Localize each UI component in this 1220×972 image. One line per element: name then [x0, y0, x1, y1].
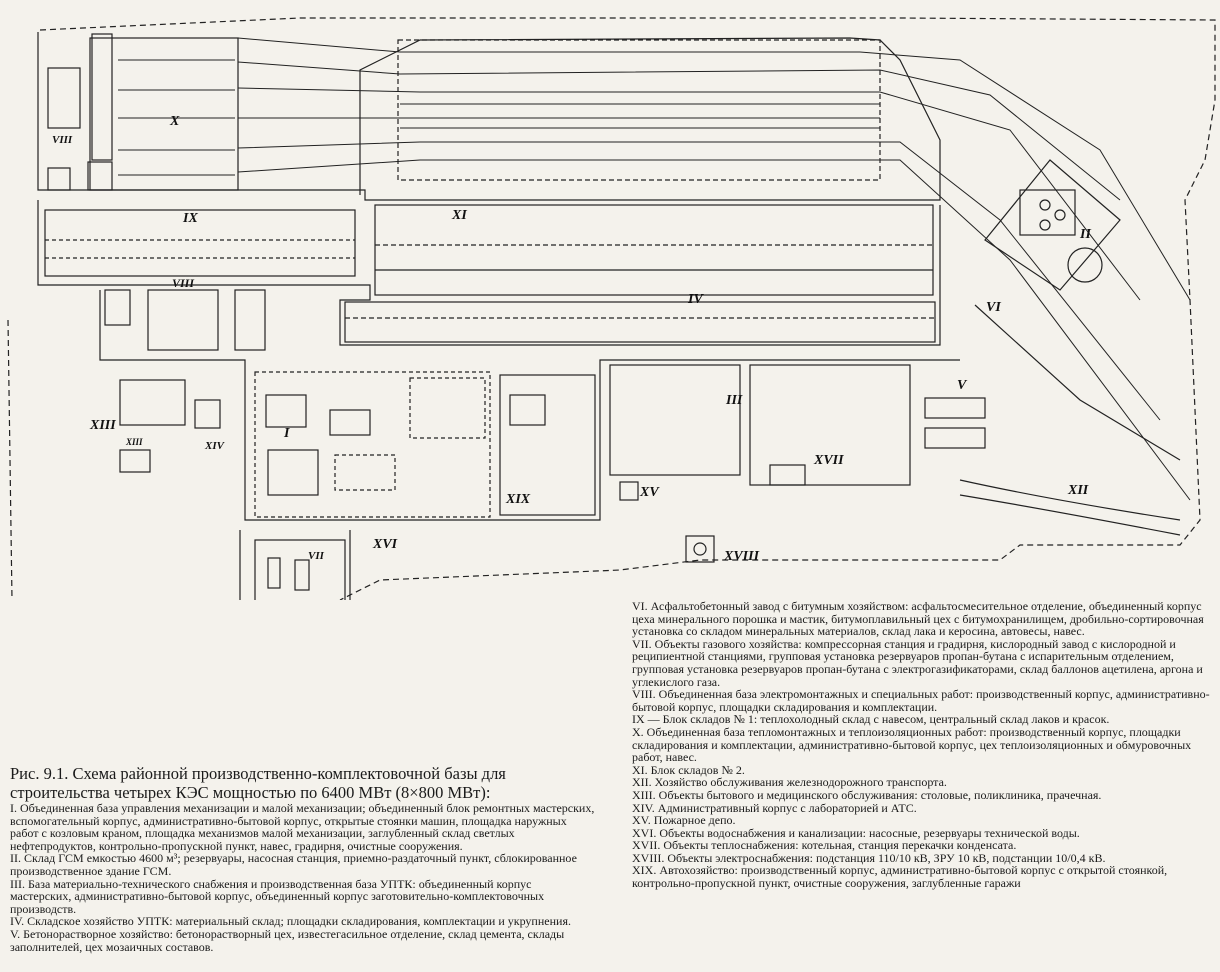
legend-item: III. База материально-технического снабж…: [10, 876, 545, 916]
legend-item: XVII. Объекты теплоснабжения: котельная,…: [632, 838, 1017, 853]
legend-item: VI. Асфальтобетонный завод с битумным хо…: [632, 599, 1204, 639]
plan-label-XIII-small: XIII: [126, 437, 143, 447]
site-plan-drawing: [7, 17, 1216, 600]
legend-item: XIV. Административный корпус с лаборатор…: [632, 800, 917, 815]
plan-label-IX: IX: [183, 211, 198, 226]
legend-item: IX — Блок складов № 1: теплохолодный скл…: [632, 712, 1110, 727]
legend-item: X. Объединенная база тепломонтажных и те…: [632, 724, 1192, 765]
legend-item: I. Объединенная база управления механиза…: [10, 801, 595, 853]
plan-label-XVII: XVII: [814, 453, 844, 468]
plan-label-X: X: [170, 114, 180, 129]
plan-label-V: V: [957, 378, 967, 393]
plan-label-XIX: XIX: [506, 492, 531, 507]
plan-label-XIII: XIII: [90, 418, 116, 433]
plan-label-VI: VI: [986, 300, 1001, 315]
legend-item: VII. Объекты газового хозяйства: компрес…: [632, 636, 1203, 689]
legend-item: XVI. Объекты водоснабжения и канализации…: [632, 825, 1080, 840]
plan-label-VIII-small: VIII: [52, 134, 73, 146]
legend-item: XV. Пожарное депо.: [632, 813, 736, 828]
legend-item: V. Бетонорастворное хозяйство: бетонорас…: [10, 926, 565, 954]
plan-label-XV: XV: [640, 485, 659, 500]
legend-item: IV. Складское хозяйство УПТК: материальн…: [10, 914, 571, 929]
plan-label-XI: XI: [452, 208, 467, 223]
plan-label-XVIII: XVIII: [724, 549, 760, 564]
legend-item: XIII. Объекты бытового и медицинского об…: [632, 787, 1102, 802]
legend-item: XII. Хозяйство обслуживания железнодорож…: [632, 775, 947, 790]
legend-item: VIII. Объединенная база электромонтажных…: [632, 687, 1210, 714]
legend-item: XI. Блок складов № 2.: [632, 762, 745, 777]
legend-item: XIX. Автохозяйство: производственный кор…: [632, 863, 1168, 891]
legend-item: II. Склад ГСМ емкостью 4600 м³; резервуа…: [10, 851, 577, 878]
plan-label-VIII: VIII: [172, 276, 195, 290]
plan-label-IV: IV: [688, 292, 703, 307]
legend-right-column: VI. Асфальтобетонный завод с битумным хо…: [632, 600, 1214, 890]
plan-label-II: II: [1080, 227, 1091, 242]
plan-label-VII: VII: [308, 550, 324, 562]
plan-label-III: III: [726, 393, 743, 408]
plan-label-XII: XII: [1068, 483, 1089, 498]
figure-caption: Рис. 9.1. Схема районной производственно…: [10, 764, 506, 802]
plan-label-XIV: XIV: [205, 440, 224, 452]
plan-label-XVI: XVI: [373, 537, 398, 552]
legend-left-column: I. Объединенная база управления механиза…: [10, 802, 595, 953]
plan-label-I: I: [284, 426, 290, 441]
legend-item: XVIII. Объекты электроснабжения: подстан…: [632, 850, 1106, 865]
